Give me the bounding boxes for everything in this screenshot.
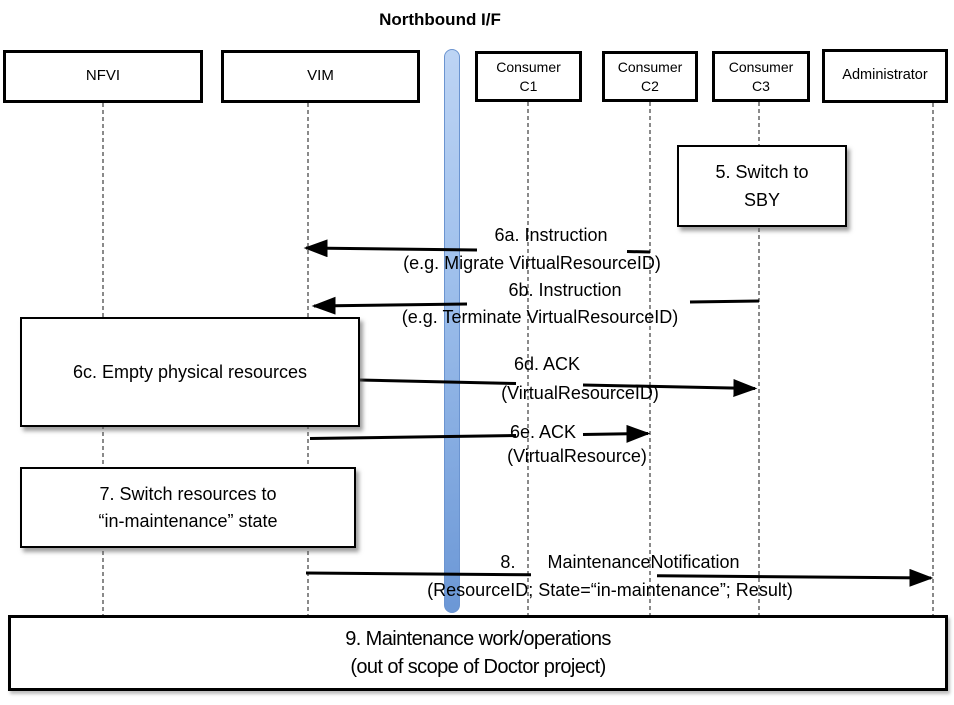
actor-nfvi: NFVI: [3, 50, 203, 103]
step-7-line1: 7. Switch resources to: [99, 483, 277, 504]
actor-consumer-c3-label: Consumer: [728, 58, 794, 75]
actor-vim-label: VIM: [307, 67, 334, 85]
actor-consumer-c1-sub: C1: [519, 77, 538, 94]
step-7-line2: “in-maintenance” state: [98, 510, 278, 531]
step-7-switch-resources-box: 7. Switch resources to “in-maintenance” …: [20, 467, 356, 548]
message-8-arrow: [656, 568, 934, 587]
message-6e-label: 6e. ACK: [509, 422, 577, 442]
message-6b-arrow: [311, 296, 468, 315]
actor-consumer-c1-label: Consumer: [496, 58, 561, 75]
actor-consumer-c2: Consumer C2: [602, 51, 698, 102]
message-6d-line-stub: [358, 378, 517, 385]
actor-administrator-label: Administrator: [842, 67, 928, 84]
message-6d-label: 6d. ACK: [513, 354, 581, 374]
message-6d-arrow: [582, 379, 758, 398]
actor-consumer-c3-sub: C3: [752, 77, 770, 94]
step-9-line2: (out of scope of Doctor project): [350, 656, 606, 678]
message-6d-detail: (VirtualResourceID): [501, 383, 659, 403]
message-6b-detail: (e.g. Terminate VirtualResourceID): [401, 307, 679, 327]
actor-vim: VIM: [221, 50, 420, 103]
message-6a-detail: (e.g. Migrate VirtualResourceID): [403, 253, 661, 273]
step-5-switch-to-sby-box: 5. Switch to SBY: [677, 145, 847, 227]
step-5-line2: SBY: [743, 190, 781, 210]
message-8-line-stub: [305, 571, 532, 577]
message-6a-arrow: [303, 239, 478, 258]
message-6a-line-stub: [626, 250, 651, 254]
actor-consumer-c2-sub: C2: [641, 77, 659, 94]
message-6e-line-stub: [309, 434, 517, 440]
step-6c-empty-resources-box: 6c. Empty physical resources: [20, 317, 360, 427]
step-9-maintenance-work-box: 9. Maintenance work/operations (out of s…: [8, 615, 948, 691]
diagram-title: Northbound I/F: [379, 10, 501, 29]
step-6c-line1: 6c. Empty physical resources: [72, 362, 308, 382]
message-6b-label: 6b. Instruction: [508, 280, 622, 300]
message-8-label-row: 8. MaintenanceNotification: [500, 552, 739, 572]
actor-consumer-c2-label: Consumer: [617, 58, 683, 75]
step-9-line1: 9. Maintenance work/operations: [345, 628, 611, 650]
actor-consumer-c3: Consumer C3: [712, 51, 810, 102]
actor-administrator: Administrator: [822, 49, 948, 103]
message-8-detail: (ResourceID; State=“in-maintenance”; Res…: [427, 580, 793, 600]
message-8-label: MaintenanceNotification: [547, 552, 740, 572]
message-6e-arrow: [582, 424, 651, 443]
message-6b-line-stub: [689, 299, 760, 304]
actor-nfvi-label: NFVI: [85, 67, 121, 85]
message-6a-label: 6a. Instruction: [494, 225, 608, 245]
step-5-line1: 5. Switch to: [715, 162, 809, 182]
message-6e-detail: (VirtualResource): [507, 446, 647, 466]
message-8-number: 8.: [500, 552, 516, 572]
actor-consumer-c1: Consumer C1: [475, 51, 582, 102]
northbound-interface-bar: [444, 49, 460, 613]
